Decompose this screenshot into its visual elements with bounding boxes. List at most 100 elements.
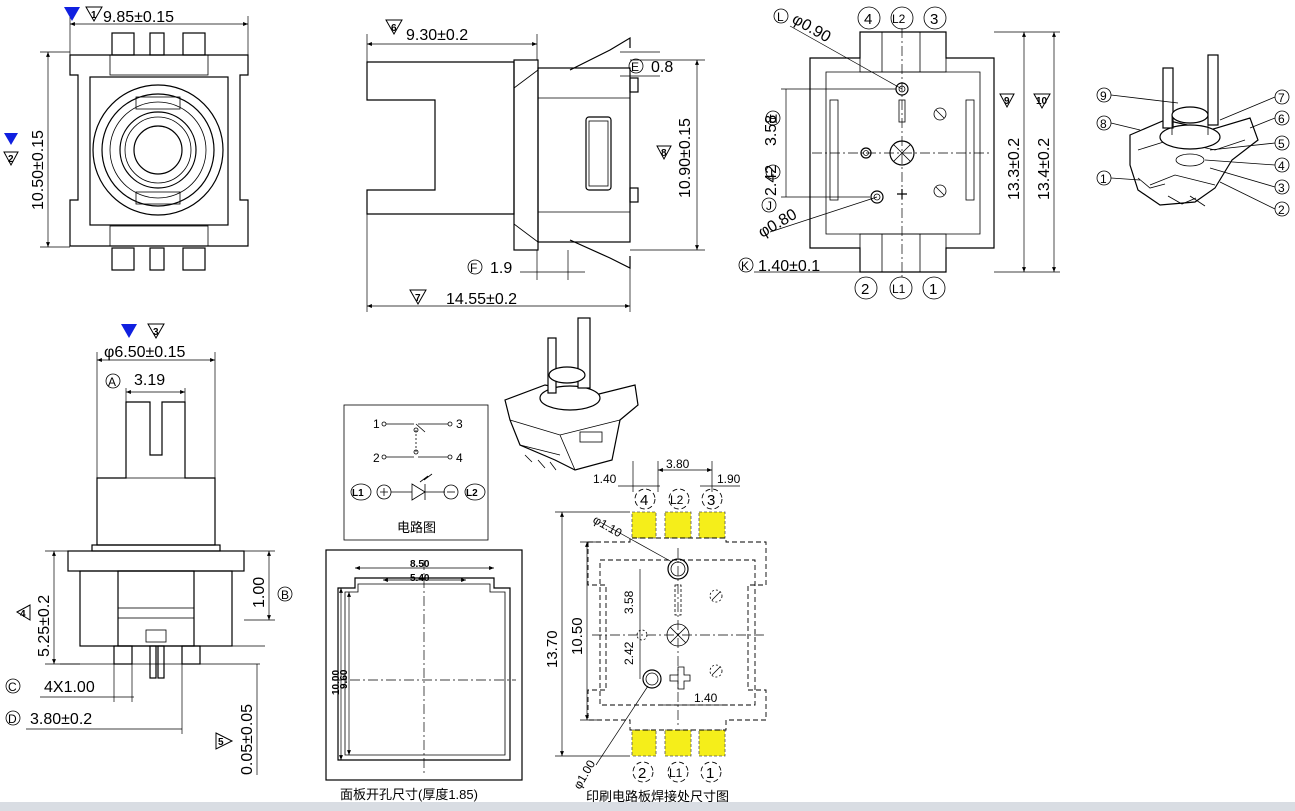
dim-j: φ0.80 <box>756 206 801 242</box>
pin-label: 4 <box>864 11 872 28</box>
pin-label: 3 <box>930 11 938 28</box>
ref-number: 5 <box>218 737 224 748</box>
dim-height: 10.90±0.15 <box>677 118 694 198</box>
iso-view: 9 8 1 7 6 5 4 3 2 <box>1096 54 1290 217</box>
pin4-label: 4 <box>456 451 463 465</box>
solder-pad <box>631 729 657 757</box>
dim-i: 2.42 <box>763 165 780 196</box>
dim-b: 13.4±0.2 <box>1036 138 1053 200</box>
callout-number: 4 <box>1278 159 1285 173</box>
ref-triangle-icon <box>85 6 103 23</box>
ref-triangle-icon <box>385 19 403 36</box>
dim-140-bottom: 1.40 <box>694 691 718 705</box>
callout-number: 9 <box>1100 89 1107 103</box>
pin-label: 1 <box>929 281 937 298</box>
dim-l: φ0.90 <box>789 11 834 47</box>
callout-number: 7 <box>1278 91 1285 105</box>
pcb-pin-label: L1 <box>669 766 683 780</box>
solder-pad <box>631 511 657 539</box>
dim-width: 9.85±0.15 <box>103 9 174 26</box>
solder-pad <box>664 511 692 539</box>
pcb-layout: 3.80 1.40 1.90 4 L2 3 2 L1 1 φ1.10 <box>544 457 767 802</box>
ref-triangle-icon <box>215 732 234 750</box>
circuit-diagram: 1 3 2 4 L1 L2 电路图 <box>343 404 489 541</box>
pin-label: L2 <box>892 12 906 26</box>
label-h: H <box>769 112 778 126</box>
label-b: B <box>281 588 289 602</box>
ref-triangle-icon <box>999 93 1015 109</box>
ref-number: 3 <box>153 327 159 338</box>
pcb-pin-label: 1 <box>706 765 714 782</box>
callout-number: 5 <box>1278 137 1285 151</box>
dim-outer-width: 8.50 <box>410 559 430 570</box>
dim-tab: 0.8 <box>651 59 673 76</box>
circle-label-icon <box>467 259 483 275</box>
callout-number: 2 <box>1278 203 1285 217</box>
ref-triangle-icon <box>1033 93 1051 110</box>
ref-number: 1 <box>91 10 97 21</box>
label-c: C <box>8 680 17 694</box>
ref-number: 2 <box>8 154 14 165</box>
solder-pad <box>698 729 726 757</box>
dim-358: 3.58 <box>622 590 636 614</box>
ref-triangle-icon <box>15 604 31 621</box>
ref-number: 7 <box>415 293 421 304</box>
dim-outer-height: 10.00 <box>331 670 342 695</box>
dim-f: 1.9 <box>490 260 512 277</box>
ref-number: 8 <box>661 148 667 159</box>
circuit-caption: 电路图 <box>397 520 436 535</box>
dim-diameter: φ6.50±0.15 <box>104 344 186 361</box>
blue-marker-icon <box>4 133 18 145</box>
label-i: I <box>770 166 773 180</box>
ref-triangle-icon <box>3 151 19 167</box>
solder-pad <box>698 511 726 539</box>
ref-number: 9 <box>1004 96 1010 107</box>
bottom-view: 4 L2 3 2 L1 1 L φ0.90 H 3.58 <box>738 6 1060 300</box>
pin1-label: 1 <box>373 417 380 431</box>
front-view: 3 φ6.50±0.15 A 3.19 1.00 B <box>5 323 293 775</box>
callout-number: 6 <box>1278 112 1285 126</box>
label-l: L <box>777 10 784 24</box>
blue-marker-icon <box>64 7 80 21</box>
dim-length: 9.30±0.2 <box>406 27 468 44</box>
pin2-label: 2 <box>373 451 380 465</box>
dim-height: 5.25±0.2 <box>36 595 53 657</box>
solder-pad <box>664 729 692 757</box>
dim-pitch: 3.80 <box>666 457 690 471</box>
dim-a: 13.3±0.2 <box>1006 138 1023 200</box>
pcb-pin-label: L2 <box>670 493 684 507</box>
callout-number: 8 <box>1100 117 1107 131</box>
ref-triangle-icon <box>656 145 672 161</box>
dim-d: 3.80±0.2 <box>30 711 92 728</box>
dim-inner-height: 9.60 <box>339 669 350 689</box>
panel-caption: 面板开孔尺寸(厚度1.85) <box>340 787 478 802</box>
l2-label: L2 <box>466 488 478 499</box>
status-bar <box>0 802 1295 811</box>
ref-triangle-icon <box>147 323 165 340</box>
dim-height: 10.50±0.15 <box>30 130 47 210</box>
dim-b: 1.00 <box>251 577 268 608</box>
callout-number: 3 <box>1278 181 1285 195</box>
small-iso-view <box>504 317 639 471</box>
dim-1370: 13.70 <box>544 630 561 668</box>
dim-dia-bottom: φ1.00 <box>570 757 598 791</box>
dim-total: 14.55±0.2 <box>446 291 517 308</box>
dim-1050: 10.50 <box>569 617 586 655</box>
side-view: 6 9.30±0.2 E 0.8 10.90±0.15 8 <box>366 19 705 312</box>
ref-number: 10 <box>1036 96 1048 107</box>
pin-label: L1 <box>892 282 906 296</box>
dim-h: 3.58 <box>763 115 780 146</box>
ref-triangle-icon <box>409 289 427 306</box>
callout-number: 1 <box>1100 172 1107 186</box>
label-k: K <box>741 259 749 273</box>
pcb-pin-label: 3 <box>707 492 715 509</box>
pcb-pin-label: 2 <box>638 765 646 782</box>
ref-number: 4 <box>20 609 26 620</box>
pcb-pin-label: 4 <box>640 492 648 509</box>
blue-marker-icon <box>121 324 137 338</box>
dim-inner-width: 5.40 <box>410 573 430 584</box>
l1-label: L1 <box>352 488 364 499</box>
ref-number: 6 <box>391 23 397 34</box>
dim-242: 2.42 <box>622 641 636 665</box>
